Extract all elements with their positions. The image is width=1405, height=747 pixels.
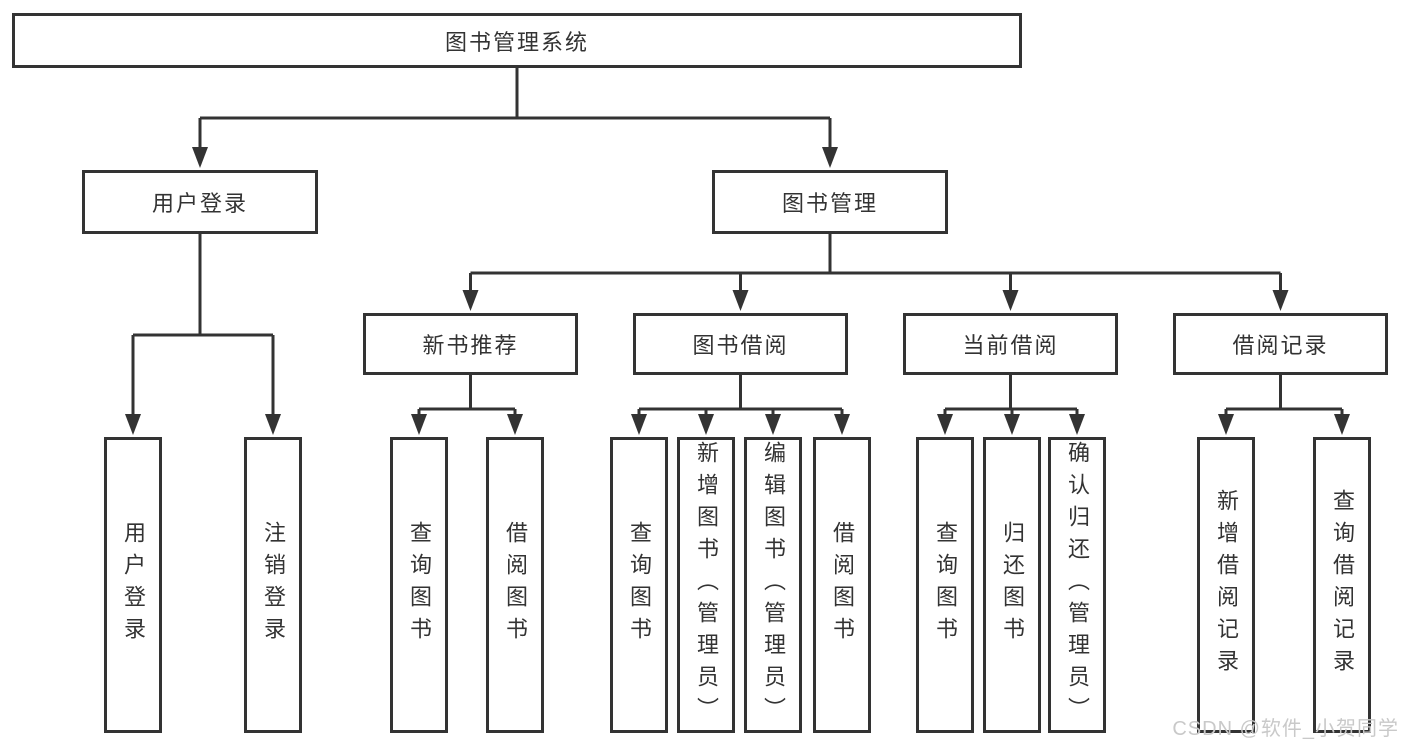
node-book-borrowing: 图书借阅 [633, 313, 848, 375]
arrowhead-leaf-add-borrow-record [1218, 414, 1234, 435]
leaf-confirm-return-admin: 确认归还（管理员） [1048, 437, 1106, 733]
arrowhead-leaf-user-login [125, 414, 141, 435]
node-borrowing-records: 借阅记录 [1173, 313, 1388, 375]
arrowhead-user-login [192, 147, 208, 168]
connector-book-borrowing-leaves [637, 375, 844, 418]
arrowhead-leaf-query-books-3 [937, 414, 953, 435]
leaf-confirm-return-admin-label: 确认归还（管理员） [1065, 441, 1090, 729]
leaf-query-borrow-record: 查询借阅记录 [1313, 437, 1371, 733]
arrowhead-leaf-query-books-1 [411, 414, 427, 435]
connector-current-borrowing-leaves [943, 375, 1079, 418]
leaf-query-books-3-label: 查询图书 [933, 521, 958, 649]
leaf-logout: 注销登录 [244, 437, 302, 733]
leaf-borrow-books-2-label: 借阅图书 [830, 521, 855, 649]
arrowhead-book-borrowing [732, 290, 749, 311]
leaf-query-books-3: 查询图书 [916, 437, 974, 733]
leaf-query-books-2: 查询图书 [610, 437, 668, 733]
node-user-login-label: 用户登录 [151, 191, 248, 216]
arrowhead-current-borrowing [1002, 290, 1019, 311]
node-root: 图书管理系统 [12, 13, 1022, 68]
leaf-query-books-2-label: 查询图书 [627, 521, 652, 649]
connector-new-book-recommendation-leaves [417, 375, 517, 418]
node-borrowing-records-label: 借阅记录 [1232, 333, 1329, 358]
arrowhead-book-management [822, 147, 838, 168]
arrowhead-leaf-logout [265, 414, 281, 435]
leaf-add-book-admin-label: 新增图书（管理员） [694, 441, 719, 729]
leaf-query-books-1-label: 查询图书 [407, 521, 432, 649]
node-user-login: 用户登录 [82, 170, 318, 234]
node-root-label: 图书管理系统 [444, 29, 589, 55]
node-new-book-recommendation-label: 新书推荐 [422, 333, 519, 358]
node-current-borrowing: 当前借阅 [903, 313, 1118, 375]
leaf-return-book-label: 归还图书 [1000, 521, 1025, 649]
leaf-edit-book-admin-label: 编辑图书（管理员） [761, 441, 786, 729]
leaf-add-borrow-record-label: 新增借阅记录 [1214, 489, 1239, 681]
leaf-return-book: 归还图书 [983, 437, 1041, 733]
connector-borrowing-records-leaves [1224, 375, 1344, 418]
leaf-user-login: 用户登录 [104, 437, 162, 733]
node-book-borrowing-label: 图书借阅 [692, 333, 789, 358]
connector-book-management-to-level3 [469, 234, 1282, 296]
leaf-borrow-books-1: 借阅图书 [486, 437, 544, 733]
leaf-borrow-books-1-label: 借阅图书 [503, 521, 528, 649]
arrowhead-leaf-confirm-return [1069, 414, 1085, 435]
arrowhead-leaf-query-borrow-record [1334, 414, 1350, 435]
node-book-management-label: 图书管理 [781, 191, 878, 216]
arrowhead-leaf-return-book [1004, 414, 1020, 435]
csdn-watermark: CSDN @软件_小贺同学 [1172, 718, 1399, 740]
arrowhead-leaf-borrow-books-2 [834, 414, 850, 435]
arrowhead-new-book-recommendation [462, 290, 479, 311]
connector-user-login-to-leaves [131, 234, 275, 418]
leaf-query-books-1: 查询图书 [390, 437, 448, 733]
arrowhead-leaf-add-book [698, 414, 714, 435]
arrowhead-leaf-edit-book [765, 414, 781, 435]
arrowhead-borrowing-records [1272, 290, 1289, 311]
node-current-borrowing-label: 当前借阅 [962, 333, 1059, 358]
node-new-book-recommendation: 新书推荐 [363, 313, 578, 375]
leaf-logout-label: 注销登录 [261, 521, 286, 649]
leaf-edit-book-admin: 编辑图书（管理员） [744, 437, 802, 733]
node-book-management: 图书管理 [712, 170, 948, 234]
leaf-user-login-label: 用户登录 [121, 521, 146, 649]
arrowhead-leaf-query-books-2 [631, 414, 647, 435]
leaf-add-book-admin: 新增图书（管理员） [677, 437, 735, 733]
leaf-add-borrow-record: 新增借阅记录 [1197, 437, 1255, 733]
leaf-borrow-books-2: 借阅图书 [813, 437, 871, 733]
connector-root-to-level2 [198, 68, 832, 152]
arrowhead-leaf-borrow-books-1 [507, 414, 523, 435]
leaf-query-borrow-record-label: 查询借阅记录 [1330, 489, 1355, 681]
